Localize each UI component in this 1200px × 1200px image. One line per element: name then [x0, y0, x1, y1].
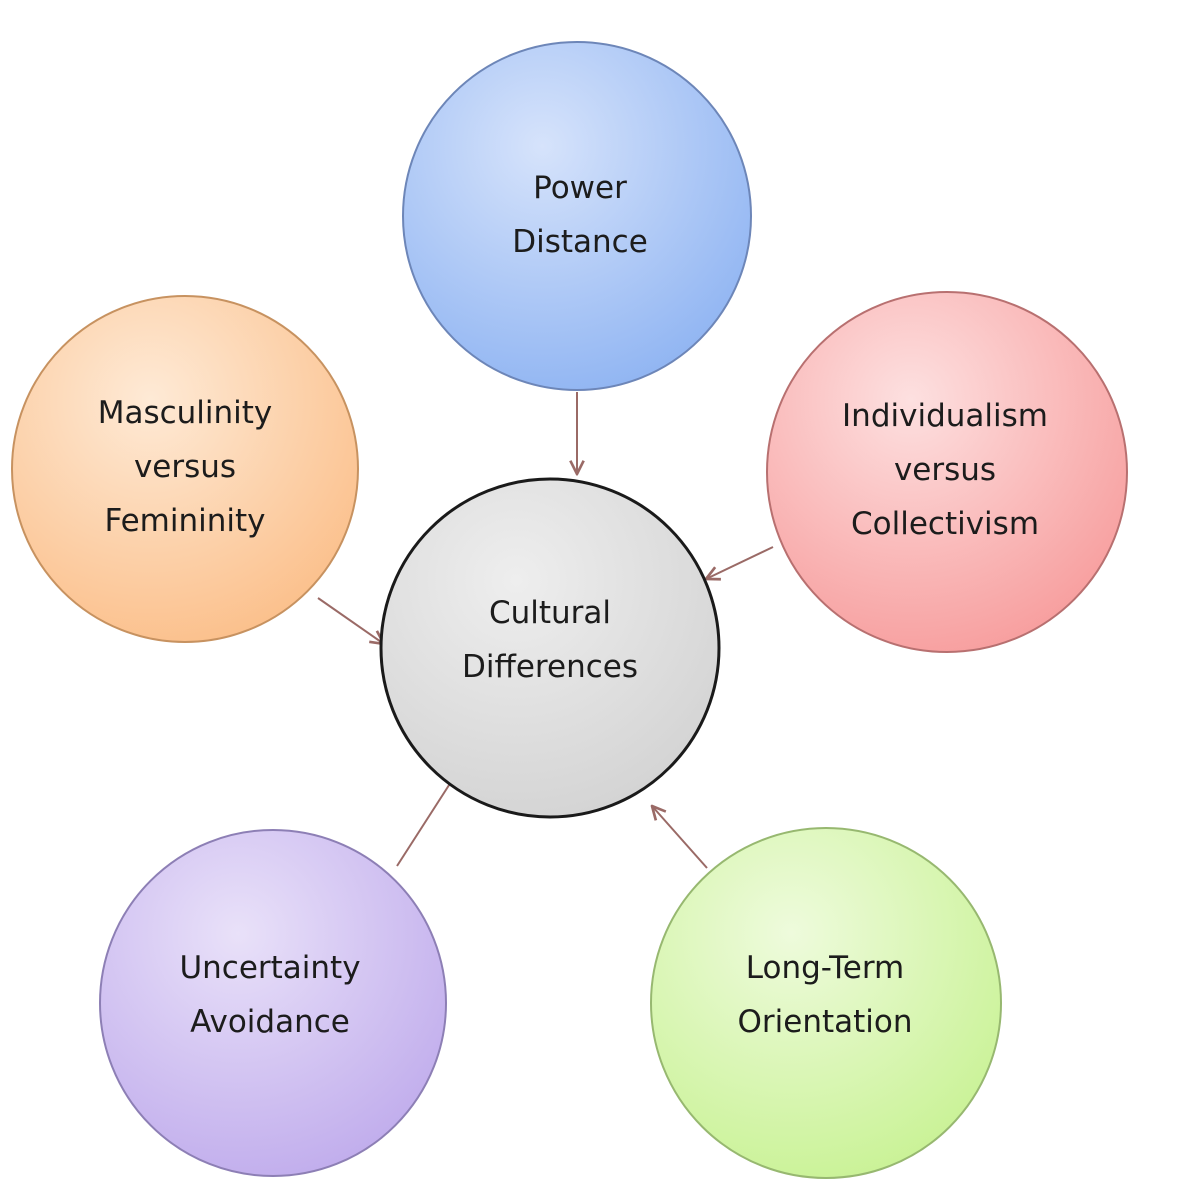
arrow-long-term-to-center — [652, 806, 708, 869]
arrow-masculinity-to-center — [317, 597, 384, 644]
node-long-term-circle — [650, 827, 1002, 1179]
node-power-distance-circle — [402, 41, 752, 391]
node-uncertainty-circle — [99, 829, 447, 1177]
node-individualism-circle — [766, 291, 1128, 653]
arrow-individualism-to-center — [706, 546, 774, 579]
node-center-circle — [379, 477, 721, 819]
node-masculinity-circle — [11, 295, 359, 643]
